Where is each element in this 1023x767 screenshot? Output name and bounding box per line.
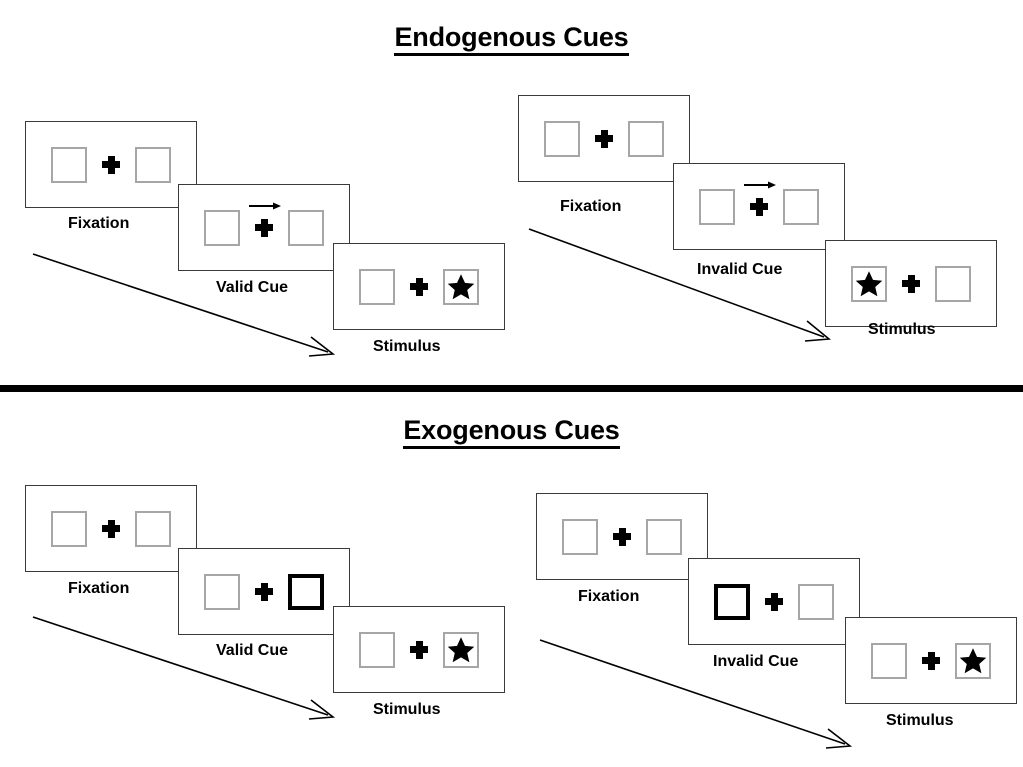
panel-content: [544, 120, 664, 157]
left-placeholder-box: [51, 146, 87, 183]
stage-label-endo-invalid-cue: Invalid Cue: [697, 261, 783, 278]
panel-content: [51, 146, 171, 183]
left-placeholder-box: [699, 188, 735, 225]
panel-exo-valid-cue: [178, 548, 350, 635]
right-placeholder-box: [288, 209, 324, 246]
stage-label-endo-valid-fixation: Fixation: [68, 215, 130, 232]
section-divider: [0, 385, 1023, 392]
panel-content: [699, 181, 819, 225]
plus-icon: [592, 127, 616, 151]
left-placeholder-box: [544, 120, 580, 157]
right-placeholder-box: [135, 510, 171, 547]
panel-exo-invalid-fixation: [536, 493, 708, 580]
arrow-right-icon: [249, 202, 281, 209]
panel-content: [204, 202, 324, 246]
panel-content: [204, 573, 324, 610]
panel-exo-valid-stimulus: [333, 606, 505, 693]
panel-exo-valid-fixation: [25, 485, 197, 572]
panel-content: [871, 642, 991, 679]
panel-endo-invalid-fixation: [518, 95, 690, 182]
left-placeholder-box: [359, 268, 395, 305]
plus-icon: [919, 649, 943, 673]
stage-label-exo-valid-stimulus: Stimulus: [373, 701, 441, 718]
panel-endo-invalid-stimulus: [825, 240, 997, 327]
section-title-exogenous: Exogenous Cues: [0, 415, 1023, 449]
stage-label-exo-valid-cue: Valid Cue: [216, 642, 289, 659]
panel-endo-invalid-cue: [673, 163, 845, 250]
left-placeholder-box: [51, 510, 87, 547]
star-icon: [855, 270, 883, 296]
plus-icon: [899, 272, 923, 296]
plus-icon: [407, 638, 431, 662]
plus-icon: [762, 590, 786, 614]
plus-icon: [249, 202, 281, 240]
star-icon: [447, 273, 475, 299]
time-arrow-icon-exogenous-invalid: [539, 639, 853, 749]
right-placeholder-box: [798, 583, 834, 620]
stage-label-exo-valid-fixation: Fixation: [68, 580, 130, 597]
panel-exo-invalid-stimulus: [845, 617, 1017, 704]
plus-icon: [99, 517, 123, 541]
stage-label-exo-invalid-fixation: Fixation: [578, 588, 640, 605]
stage-label-endo-invalid-stimulus: Stimulus: [868, 321, 936, 338]
stage-label-exo-invalid-stimulus: Stimulus: [886, 712, 954, 729]
right-placeholder-box: [135, 146, 171, 183]
panel-exo-invalid-cue: [688, 558, 860, 645]
section-title-exogenous-text: Exogenous Cues: [403, 415, 620, 449]
right-cue-box: [288, 573, 324, 610]
arrow-right-icon: [744, 181, 776, 188]
plus-icon: [407, 275, 431, 299]
left-placeholder-box: [204, 573, 240, 610]
section-title-endogenous: Endogenous Cues: [0, 22, 1023, 56]
right-placeholder-box: [628, 120, 664, 157]
plus-icon: [252, 580, 276, 604]
right-placeholder-box: [443, 631, 479, 668]
right-placeholder-box: [955, 642, 991, 679]
stage-label-exo-invalid-cue: Invalid Cue: [713, 653, 799, 670]
left-placeholder-box: [204, 209, 240, 246]
left-cue-box: [714, 583, 750, 620]
panel-content: [714, 583, 834, 620]
panel-content: [851, 265, 971, 302]
stage-label-endo-invalid-fixation: Fixation: [560, 198, 622, 215]
left-placeholder-box: [871, 642, 907, 679]
plus-icon: [610, 525, 634, 549]
right-placeholder-box: [443, 268, 479, 305]
panel-content: [359, 631, 479, 668]
section-title-endogenous-text: Endogenous Cues: [394, 22, 629, 56]
star-icon: [959, 647, 987, 673]
left-placeholder-box: [359, 631, 395, 668]
panel-endo-valid-stimulus: [333, 243, 505, 330]
plus-icon: [99, 153, 123, 177]
panel-content: [359, 268, 479, 305]
plus-icon: [744, 181, 776, 219]
left-placeholder-box: [851, 265, 887, 302]
stage-label-endo-valid-stimulus: Stimulus: [373, 338, 441, 355]
right-placeholder-box: [935, 265, 971, 302]
star-icon: [447, 636, 475, 662]
panel-endo-valid-fixation: [25, 121, 197, 208]
panel-endo-valid-cue: [178, 184, 350, 271]
stage-label-endo-valid-cue: Valid Cue: [216, 279, 289, 296]
panel-content: [51, 510, 171, 547]
right-placeholder-box: [783, 188, 819, 225]
left-placeholder-box: [562, 518, 598, 555]
right-placeholder-box: [646, 518, 682, 555]
panel-content: [562, 518, 682, 555]
